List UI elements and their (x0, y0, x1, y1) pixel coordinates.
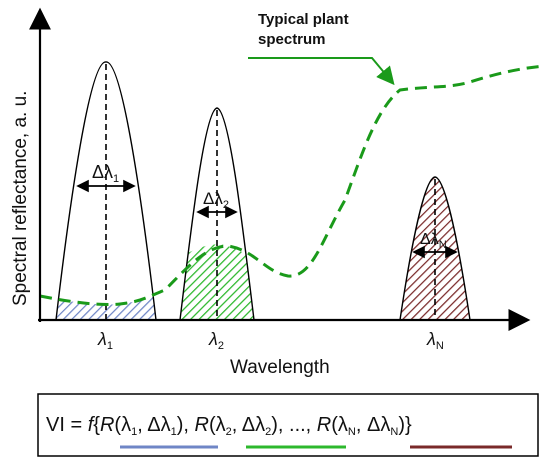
band-1-bell (55, 61, 157, 321)
band-N-width-label: ΔλN (420, 231, 447, 251)
curve-label-line1: Typical plant (258, 11, 349, 28)
tick-lambda-N: λN (426, 329, 444, 352)
plant-spectrum-curve (39, 64, 546, 306)
curve-label-pointer (248, 57, 395, 86)
band-2-bell (179, 107, 255, 321)
y-axis-title: Spectral reflectance, a. u. (10, 91, 31, 306)
curve-label-line2: spectrum (258, 31, 326, 48)
band-N-bell (399, 176, 471, 321)
tick-lambda-1: λ1 (97, 329, 113, 352)
formula-text: VI = f{R(λ1, Δλ1), R(λ2, Δλ2), ..., R(λN… (46, 414, 412, 438)
x-axis-title: Wavelength (230, 357, 330, 378)
band-1-width-label: Δλ1 (92, 162, 119, 185)
band-2-width-label: Δλ2 (203, 189, 229, 211)
tick-lambda-2: λ2 (208, 329, 224, 352)
